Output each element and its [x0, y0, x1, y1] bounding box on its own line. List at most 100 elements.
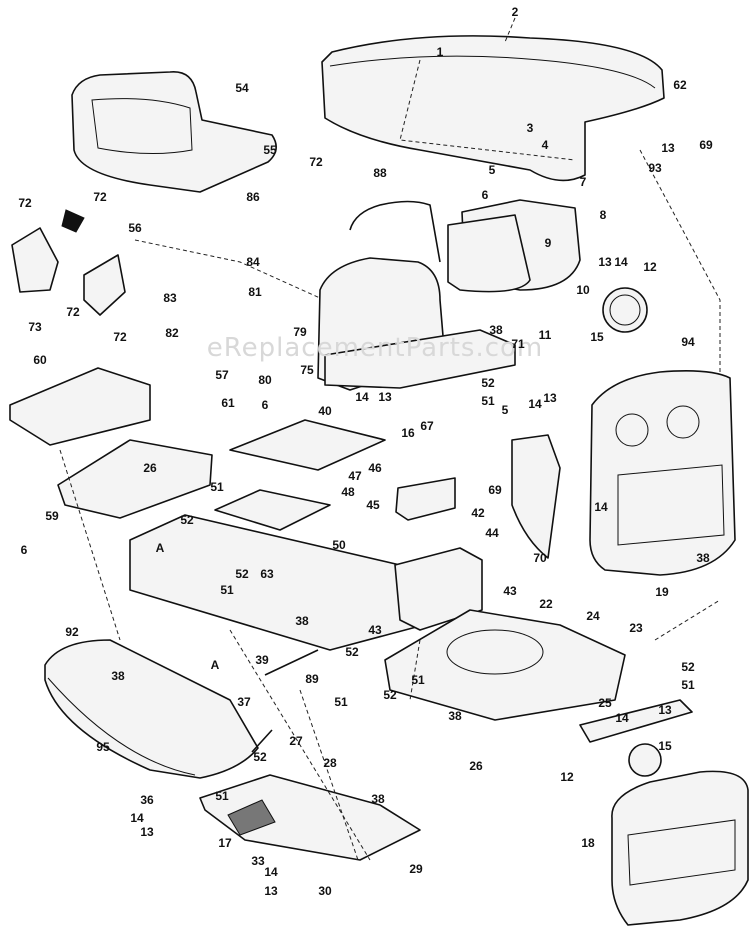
part-label-72c: 72: [93, 190, 107, 204]
part-label-69b: 69: [488, 483, 502, 497]
hood-part: [321, 35, 665, 182]
part-label-60: 60: [33, 353, 47, 367]
part-label-11: 11: [538, 328, 552, 342]
part-label-15b: 15: [658, 739, 672, 753]
part-label-52b: 52: [180, 513, 194, 527]
bracket-part-left: [11, 227, 59, 293]
part-label-48: 48: [341, 485, 355, 499]
seat-part: [71, 71, 277, 193]
part-label-72e: 72: [113, 330, 127, 344]
part-label-59: 59: [45, 509, 59, 523]
part-label-9: 9: [544, 236, 552, 250]
part-label-57: 57: [215, 368, 229, 382]
part-label-52e: 52: [383, 688, 397, 702]
part-label-51b: 51: [210, 480, 224, 494]
battery-part: [394, 547, 483, 631]
part-label-42: 42: [471, 506, 485, 520]
part-label-26a: 26: [143, 461, 157, 475]
part-label-38f: 38: [371, 792, 385, 806]
part-label-45: 45: [366, 498, 380, 512]
part-label-5b: 5: [501, 403, 509, 417]
part-label-51d: 51: [411, 673, 425, 687]
part-label-47: 47: [348, 469, 362, 483]
part-label-30: 30: [318, 884, 332, 898]
part-label-24: 24: [586, 609, 600, 623]
part-label-14e: 14: [615, 711, 629, 725]
part-label-84: 84: [246, 255, 260, 269]
part-label-52g: 52: [253, 750, 267, 764]
part-label-92: 92: [65, 625, 79, 639]
part-label-75: 75: [300, 363, 314, 377]
part-label-54: 54: [235, 81, 249, 95]
part-label-33: 33: [251, 854, 265, 868]
part-label-82: 82: [165, 326, 179, 340]
part-label-43b: 43: [368, 623, 382, 637]
chassis-part: [384, 609, 626, 721]
part-label-3: 3: [526, 121, 534, 135]
part-label-18: 18: [581, 836, 595, 850]
part-label-73: 73: [28, 320, 42, 334]
part-label-52d: 52: [345, 645, 359, 659]
part-label-38b: 38: [696, 551, 710, 565]
part-label-52c: 52: [235, 567, 249, 581]
part-label-72d: 72: [66, 305, 80, 319]
part-label-38c: 38: [295, 614, 309, 628]
part-label-6a: 6: [481, 188, 489, 202]
part-label-13a: 13: [661, 141, 675, 155]
part-label-95: 95: [96, 740, 110, 754]
part-label-19: 19: [655, 585, 669, 599]
part-label-14g: 14: [264, 865, 278, 879]
part-label-29: 29: [409, 862, 423, 876]
part-label-40: 40: [318, 404, 332, 418]
part-label-A2: A: [210, 658, 220, 672]
part-label-13e: 13: [658, 703, 672, 717]
part-label-88: 88: [373, 166, 387, 180]
part-label-72b: 72: [18, 196, 32, 210]
part-label-14a: 14: [614, 255, 628, 269]
part-label-79: 79: [293, 325, 307, 339]
part-label-12b: 12: [560, 770, 574, 784]
part-label-67: 67: [420, 419, 434, 433]
part-label-38e: 38: [448, 709, 462, 723]
part-label-69a: 69: [699, 138, 713, 152]
part-label-51e: 51: [334, 695, 348, 709]
part-label-13f: 13: [140, 825, 154, 839]
part-label-5a: 5: [488, 163, 496, 177]
part-label-23: 23: [629, 621, 643, 635]
footrest-part: [44, 639, 259, 779]
part-label-4: 4: [541, 138, 549, 152]
part-label-83: 83: [163, 291, 177, 305]
front-housing-part: [589, 370, 736, 576]
part-label-62: 62: [673, 78, 687, 92]
part-label-26b: 26: [469, 759, 483, 773]
part-label-12a: 12: [643, 260, 657, 274]
part-label-50: 50: [332, 538, 346, 552]
part-label-6b: 6: [261, 398, 269, 412]
part-label-39: 39: [255, 653, 269, 667]
part-label-13c: 13: [378, 390, 392, 404]
part-label-14c: 14: [528, 397, 542, 411]
part-label-36: 36: [140, 793, 154, 807]
part-label-14d: 14: [594, 500, 608, 514]
battery-cover-part: [9, 367, 151, 446]
part-label-14f: 14: [130, 811, 144, 825]
part-label-38d: 38: [111, 669, 125, 683]
headlight-part: [602, 287, 648, 333]
part-label-43a: 43: [503, 584, 517, 598]
part-label-6c: 6: [20, 543, 28, 557]
part-label-1: 1: [436, 45, 444, 59]
part-label-13d: 13: [543, 391, 557, 405]
part-label-56: 56: [128, 221, 142, 235]
part-label-2: 2: [511, 5, 519, 19]
part-label-52a: 52: [481, 376, 495, 390]
part-label-17: 17: [218, 836, 232, 850]
part-label-A1: A: [155, 541, 165, 555]
part-label-51f: 51: [681, 678, 695, 692]
part-label-10: 10: [576, 283, 590, 297]
front-grille-part: [611, 770, 749, 926]
part-label-25: 25: [598, 696, 612, 710]
part-label-27: 27: [289, 734, 303, 748]
part-label-28: 28: [323, 756, 337, 770]
part-label-44: 44: [485, 526, 499, 540]
